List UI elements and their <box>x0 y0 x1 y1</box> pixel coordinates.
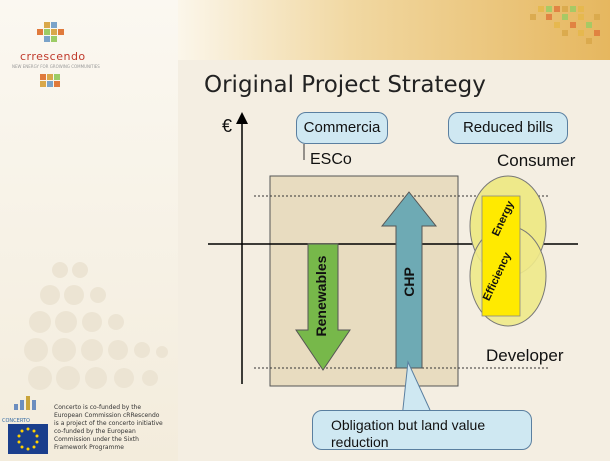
chp-arrow <box>380 191 438 369</box>
chp-label: CHP <box>401 267 417 297</box>
logo-icon <box>37 22 64 87</box>
decorative-pixels <box>530 6 600 44</box>
footer-text: Concerto is co-funded by the European Co… <box>54 404 163 451</box>
logo-tagline: NEW ENERGY FOR GROWING COMMUNITIES <box>12 64 100 69</box>
project-box <box>269 175 459 387</box>
header-banner <box>178 0 610 60</box>
concerto-logo-icon <box>14 396 36 410</box>
reduced-bills-callout: Reduced bills <box>448 112 568 144</box>
decorative-dots <box>8 22 168 454</box>
concerto-label: CONCERTO <box>2 418 30 424</box>
reduced-bills-text: Reduced bills <box>462 119 554 136</box>
renewables-label: Renewables <box>313 255 329 336</box>
commercial-callout-text: Commercia <box>303 119 381 136</box>
developer-label: Developer <box>486 346 564 365</box>
obligation-text: Obligation but land value reduction <box>331 417 486 450</box>
page-title: Original Project Strategy <box>204 72 486 98</box>
obligation-callout: Obligation but land value reduction <box>312 410 532 450</box>
esco-label: ESCo <box>310 151 352 168</box>
commercial-callout: Commercia <box>296 112 388 144</box>
obligation-pointer <box>401 360 431 419</box>
logo-text: crrescendo <box>20 50 86 63</box>
sidebar-panel: crrescendo NEW ENERGY FOR GROWING COMMUN… <box>0 0 178 461</box>
axis-euro-label: € <box>222 116 233 136</box>
renewables-arrow <box>295 243 351 371</box>
efficiency-bar <box>481 195 521 317</box>
eu-flag-icon <box>8 424 48 454</box>
consumer-label: Consumer <box>497 151 576 170</box>
